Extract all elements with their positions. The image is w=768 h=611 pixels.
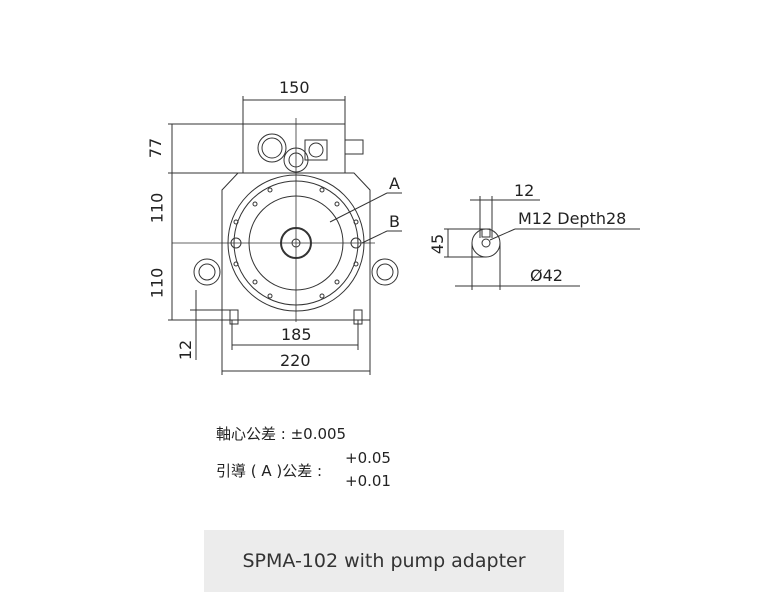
dim-foot: 12	[176, 339, 196, 361]
shaft-end	[471, 228, 501, 258]
dim-shaft-dia: Ø42	[530, 266, 563, 285]
dim-height-low: 110	[147, 267, 167, 299]
dim-top-width: 150	[279, 78, 310, 97]
guide-lower: +0.01	[345, 472, 391, 490]
dim-height-top: 77	[146, 137, 166, 159]
dim-shaft-height: 45	[428, 233, 448, 255]
label-a: A	[389, 174, 400, 193]
axis-tolerance: 軸心公差 : ±0.005	[216, 425, 347, 443]
dim-bolt-span: 185	[281, 325, 312, 344]
dim-thread: M12 Depth28	[518, 209, 627, 228]
guide-upper: +0.05	[345, 449, 391, 467]
caption: SPMA-102 with pump adapter	[204, 530, 564, 592]
dim-height-mid: 110	[147, 192, 167, 224]
connector	[304, 139, 328, 161]
dim-base-width: 220	[280, 351, 311, 370]
label-b: B	[389, 212, 400, 231]
dim-key-width: 12	[514, 181, 535, 200]
guide-tolerance-label: 引導 ( A )公差 :	[216, 462, 323, 480]
